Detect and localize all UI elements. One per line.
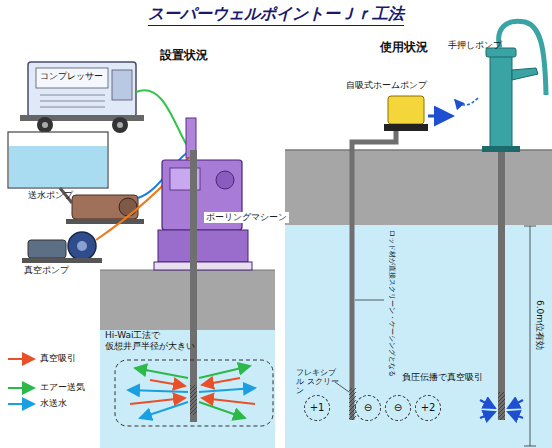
circle-text: ⊖: [394, 403, 402, 413]
title: スーパーウェルポイントーＪｒ工法: [0, 4, 552, 23]
label: 設置状況: [160, 48, 208, 62]
label-text: ロッド材が直接スクリーン・ケーシングとなる: [388, 230, 396, 377]
circle-text: ⊖: [364, 403, 372, 413]
label: 負圧伝播で真空吸引: [402, 372, 483, 383]
label: 使用状況: [380, 40, 428, 54]
dashed-region: Hi-Wai工法で 仮想井戸半径が大きい: [103, 330, 275, 428]
label: ボーリングマシーン: [204, 212, 289, 223]
circle-text: +1: [310, 403, 325, 413]
title-underline: [148, 25, 404, 26]
label: 真空ポンプ: [24, 265, 69, 276]
legend-text: エアー送気: [40, 382, 85, 393]
dashed-circle: ⊖: [355, 395, 381, 421]
label: コンプレッサー: [40, 71, 103, 82]
label: フレキシブル スクリーン: [296, 368, 342, 396]
label: 送水ポンプ: [28, 190, 73, 201]
dashed-circle: +1: [304, 395, 330, 421]
region-heading: Hi-Wai工法で 仮想井戸半径が大きい: [105, 330, 200, 352]
dashed-circle: +2: [415, 395, 441, 421]
vertical-label: ロッド材が直接スクリーン・ケーシングとなる: [396, 230, 543, 238]
dashed-circle: ⊖: [385, 395, 411, 421]
circle-text: +2: [421, 403, 436, 413]
label: 自吸式ホームポンプ: [346, 80, 427, 91]
label-text: 6.0m位有効: [534, 300, 545, 350]
legend-text: 水送水: [40, 398, 67, 409]
label: 手押しポンプ: [448, 40, 502, 51]
vertical-label: 6.0m位有効: [545, 300, 552, 311]
legend-text: 真空吸引: [40, 353, 76, 364]
